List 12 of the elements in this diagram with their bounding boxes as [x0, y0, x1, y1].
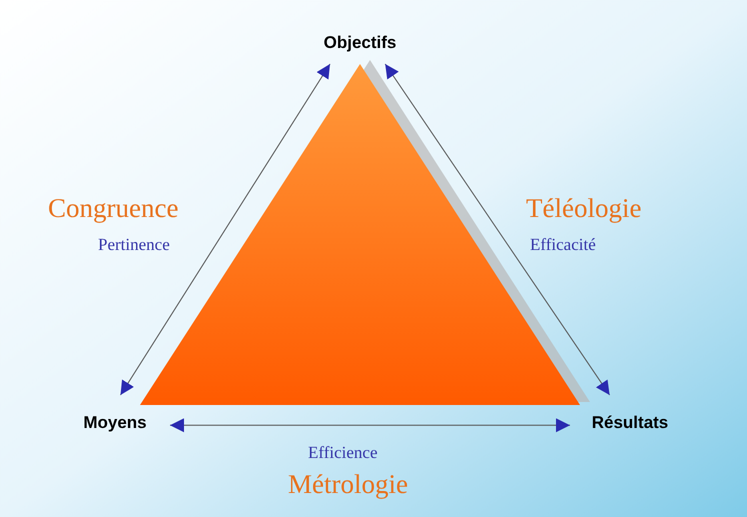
- vertex-label: Objectifs: [324, 32, 396, 54]
- concept-label: Congruence: [48, 192, 178, 225]
- double-arrow: [120, 64, 330, 396]
- concept-label: Téléologie: [526, 192, 642, 225]
- edge-label: Efficacité: [530, 234, 596, 256]
- double-arrow: [384, 64, 610, 396]
- double-arrow: [170, 418, 570, 432]
- edge-label: Pertinence: [98, 234, 170, 256]
- vertex-label: Moyens: [83, 412, 147, 434]
- vertex-label: Résultats: [592, 412, 668, 434]
- edge-label: Efficience: [308, 442, 378, 464]
- concept-label: Métrologie: [288, 468, 408, 501]
